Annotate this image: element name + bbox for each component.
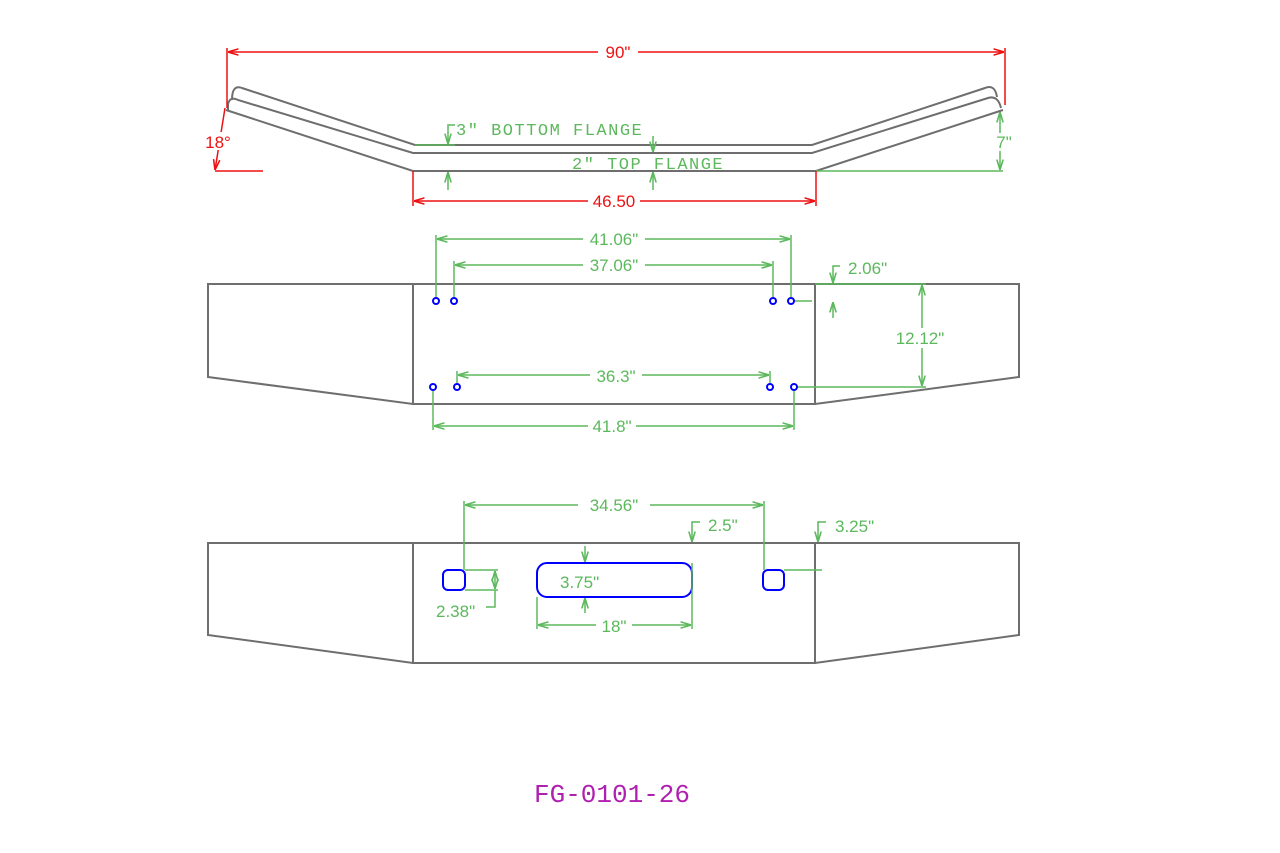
top-view-mid-edge — [227, 96, 1002, 154]
top-outer-holes-label: 41.06" — [590, 230, 639, 249]
bottom-outer-holes-label: 41.8" — [592, 417, 631, 436]
slot-spacing-label: 34.56" — [590, 496, 639, 515]
center-slot-width-label: 18" — [602, 617, 627, 636]
top-inner-holes-label: 37.06" — [590, 256, 639, 275]
top-view-top-edge — [231, 86, 998, 146]
center-slot-height-label: 3.75" — [560, 573, 599, 592]
center-slot-offset-label: 2.5" — [708, 516, 738, 535]
top-hole-offset-label: 2.06" — [848, 259, 887, 278]
small-slot-height-label: 2.38" — [436, 602, 475, 621]
overall-length-label: 90" — [606, 43, 631, 62]
center-length-label: 46.50 — [593, 192, 636, 211]
left-small-slot — [442, 569, 466, 591]
left-wing — [207, 283, 414, 406]
right-wing — [814, 283, 1020, 406]
left-wing — [207, 542, 414, 665]
bottom-inner-holes-label: 36.3" — [596, 367, 635, 386]
front-view: 41.06" 37.06" 2.06" 12.12" 36.3" 41.8" — [207, 229, 1020, 436]
cutout-view: 34.56" 2.5" 3.25" 2.38" 3.75" 18" — [207, 495, 1020, 665]
hole-row-spacing-label: 12.12" — [896, 329, 945, 348]
top-flange-label: 2" TOP FLANGE — [572, 156, 724, 175]
top-view: 90" 18° 7" 3" BOTTOM FLANGE 2" TOP FLANG… — [203, 42, 1017, 211]
end-height-label: 7" — [996, 133, 1012, 152]
part-number: FG-0101-26 — [534, 780, 690, 810]
right-wing — [814, 542, 1020, 665]
right-small-slot — [762, 569, 785, 591]
side-slot-offset-label: 3.25" — [835, 517, 874, 536]
mounting-holes — [429, 297, 798, 391]
bottom-flange-label: 3" BOTTOM FLANGE — [456, 122, 643, 141]
top-view-bottom-edge — [225, 109, 1004, 172]
end-angle-label: 18° — [205, 133, 231, 152]
